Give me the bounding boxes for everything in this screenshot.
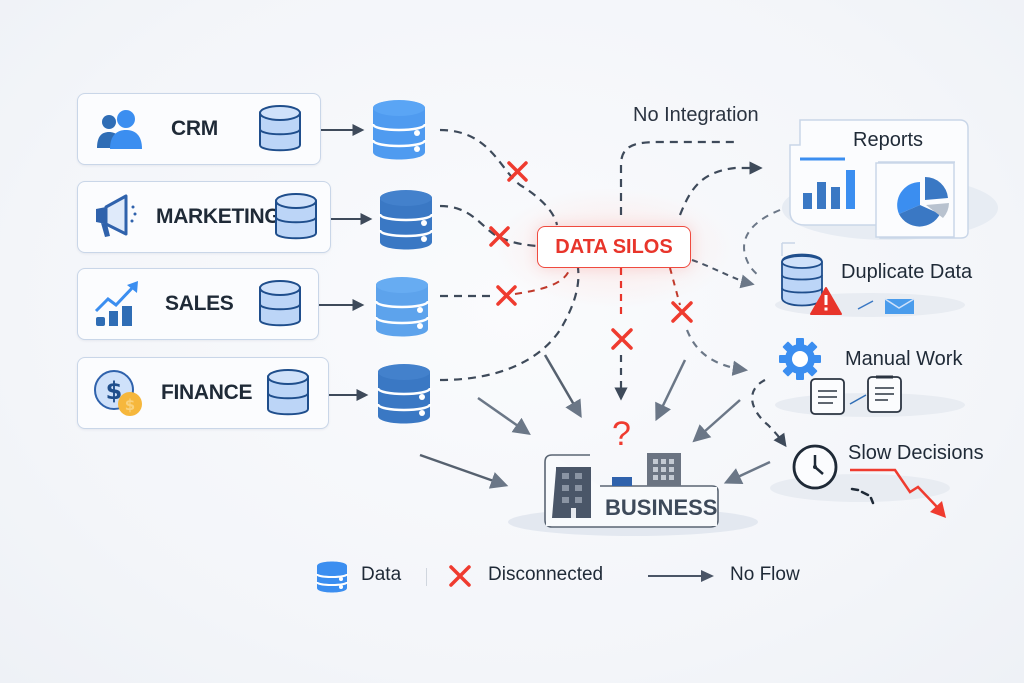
data-silos-node[interactable]: DATA SILOS — [537, 226, 691, 268]
no-integration-label: No Integration — [633, 104, 759, 126]
database-icon — [259, 280, 301, 327]
database-icon — [275, 193, 317, 240]
users-icon — [97, 110, 142, 149]
disconnect-x-icon — [489, 226, 510, 247]
dollar-coin-icon: $ $ — [94, 370, 142, 416]
office-building-icon — [552, 453, 681, 518]
inflow-arrow-6 — [723, 460, 771, 485]
database-icon — [267, 369, 309, 416]
growth-chart-icon — [94, 281, 138, 326]
inflow-arrow-3 — [543, 354, 582, 419]
disconnect-x-icon — [507, 161, 528, 182]
legend-disconnected-label: Disconnected — [488, 564, 604, 585]
outcome-manual-label: Manual Work — [845, 348, 963, 370]
disconnect-x-icon — [496, 285, 517, 306]
manual-to-slow-link — [751, 379, 787, 448]
source-label: FINANCE — [161, 381, 253, 404]
megaphone-icon — [96, 194, 137, 237]
database-icon — [259, 105, 301, 152]
business-label: BUSINESS — [605, 495, 718, 520]
marketing-dashed-link — [439, 204, 538, 248]
source-label: SALES — [165, 292, 234, 315]
reports-to-duplicate-link — [743, 209, 781, 276]
no-integration-link — [619, 140, 735, 215]
silos-to-duplicate-link — [691, 259, 755, 289]
marketing-database-icon — [378, 190, 434, 250]
legend-divider — [426, 568, 427, 586]
source-card-marketing[interactable]: MARKETING — [77, 181, 331, 253]
outcome-duplicate-label: Duplicate Data — [841, 261, 973, 283]
silos-to-manual-link — [685, 329, 749, 376]
gear-documents-icon — [779, 338, 902, 415]
finance-dashed-link — [439, 267, 580, 382]
inflow-arrow-2 — [419, 453, 509, 489]
source-card-crm[interactable]: CRM — [77, 93, 321, 165]
svg-text:$: $ — [125, 396, 135, 414]
sales-red-link — [514, 267, 571, 295]
legend-data-label: Data — [361, 564, 402, 585]
question-mark-icon: ? — [612, 415, 631, 453]
source-card-sales[interactable]: SALES — [77, 268, 319, 340]
database-warning-icon — [781, 242, 915, 315]
source-label: CRM — [171, 117, 218, 140]
inflow-arrow-5 — [692, 399, 741, 443]
disconnect-x-icon — [611, 328, 633, 350]
arrow-right-icon — [648, 570, 714, 582]
outcome-reports-label: Reports — [853, 129, 924, 151]
red-x-icon — [449, 565, 471, 587]
outcome-slow-label: Slow Decisions — [848, 442, 984, 464]
inflow-arrow-4 — [655, 359, 687, 422]
inflow-arrow-1 — [477, 396, 531, 436]
crm-dashed-link — [439, 128, 559, 226]
clock-declining-icon — [792, 444, 946, 518]
report-charts-icon — [789, 119, 969, 239]
sales-database-icon — [374, 277, 430, 337]
database-icon — [316, 561, 348, 593]
silos-to-reports-link — [678, 161, 763, 216]
legend-no-flow-label: No Flow — [730, 564, 800, 585]
disconnect-x-icon — [671, 301, 693, 323]
data-silos-label: DATA SILOS — [555, 235, 673, 258]
source-card-finance[interactable]: $ $ FINANCE — [77, 357, 329, 429]
crm-database-icon — [371, 100, 427, 160]
svg-text:$: $ — [106, 377, 123, 405]
finance-database-icon — [376, 364, 432, 424]
source-label: MARKETING — [156, 205, 281, 228]
